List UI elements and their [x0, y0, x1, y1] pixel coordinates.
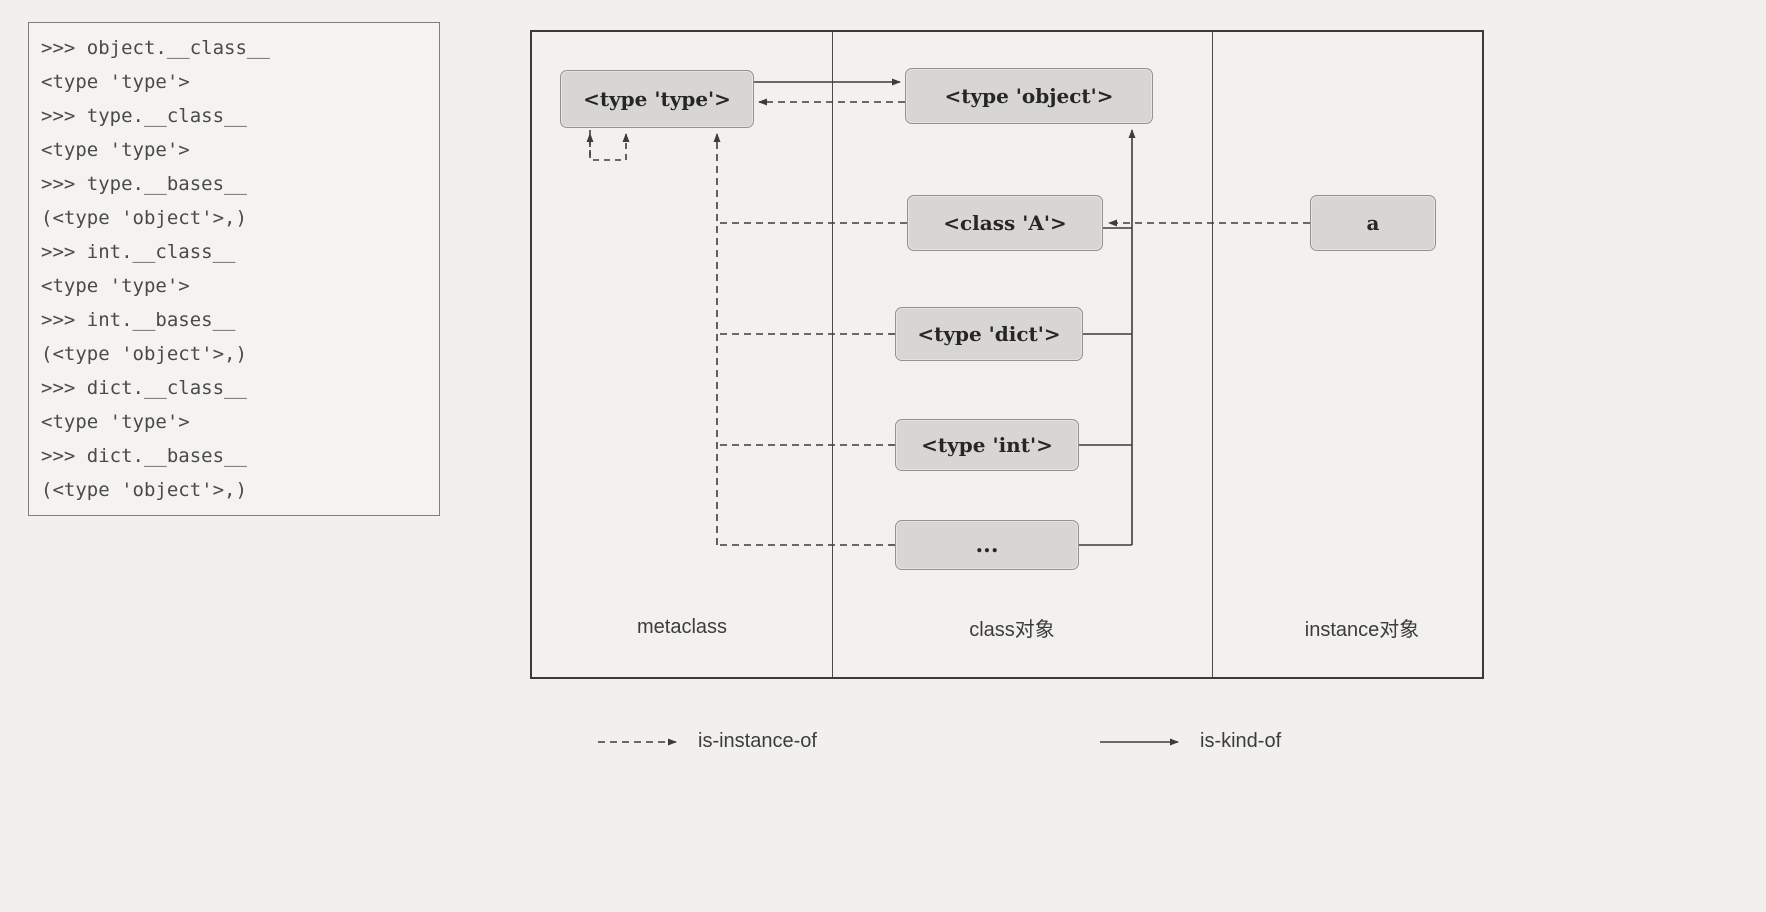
- code-line: >>> object.__class__: [41, 37, 270, 59]
- code-panel: >>> object.__class__ <type 'type'> >>> t…: [28, 22, 440, 516]
- column-label-instance: instance对象: [1304, 618, 1420, 641]
- legend-item-is-kind-of: is-kind-of: [1100, 730, 1281, 753]
- dashed-arrow-icon: [598, 738, 677, 745]
- code-line: >>> int.__class__: [41, 241, 236, 263]
- node-type-dict: <type 'dict'>: [895, 307, 1083, 361]
- node-ellipsis: ...: [895, 520, 1079, 570]
- code-line: <type 'type'>: [41, 71, 190, 93]
- solid-arrow-icon: [1100, 738, 1179, 745]
- node-type-int: <type 'int'>: [895, 419, 1079, 471]
- dashed-self-loop-type: [589, 130, 630, 161]
- node-instance-a: a: [1310, 195, 1436, 251]
- code-line: (<type 'object'>,): [41, 479, 247, 501]
- node-type-object: <type 'object'>: [905, 68, 1153, 124]
- code-line: >>> int.__bases__: [41, 309, 236, 331]
- code-line: >>> type.__bases__: [41, 173, 247, 195]
- node-type-type: <type 'type'>: [560, 70, 754, 128]
- code-line: >>> type.__class__: [41, 105, 247, 127]
- code-line: <type 'type'>: [41, 139, 190, 161]
- column-divider: [832, 32, 833, 677]
- python-type-diagram: <type 'type'> <type 'object'> <class 'A'…: [530, 30, 1484, 679]
- legend-label-is-kind-of: is-kind-of: [1200, 730, 1282, 752]
- code-line: >>> dict.__bases__: [41, 445, 247, 467]
- code-line: (<type 'object'>,): [41, 343, 247, 365]
- node-class-a: <class 'A'>: [907, 195, 1103, 251]
- legend-label-is-instance-of: is-instance-of: [698, 730, 817, 752]
- legend-item-is-instance-of: is-instance-of: [598, 730, 817, 753]
- code-line: >>> dict.__class__: [41, 377, 247, 399]
- code-line: <type 'type'>: [41, 411, 190, 433]
- legend: is-instance-of is-kind-of: [0, 728, 1766, 768]
- column-label-metaclass: metaclass: [636, 615, 728, 638]
- column-divider: [1212, 32, 1213, 677]
- code-line: (<type 'object'>,): [41, 207, 247, 229]
- column-label-class: class对象: [969, 618, 1055, 641]
- code-line: <type 'type'>: [41, 275, 190, 297]
